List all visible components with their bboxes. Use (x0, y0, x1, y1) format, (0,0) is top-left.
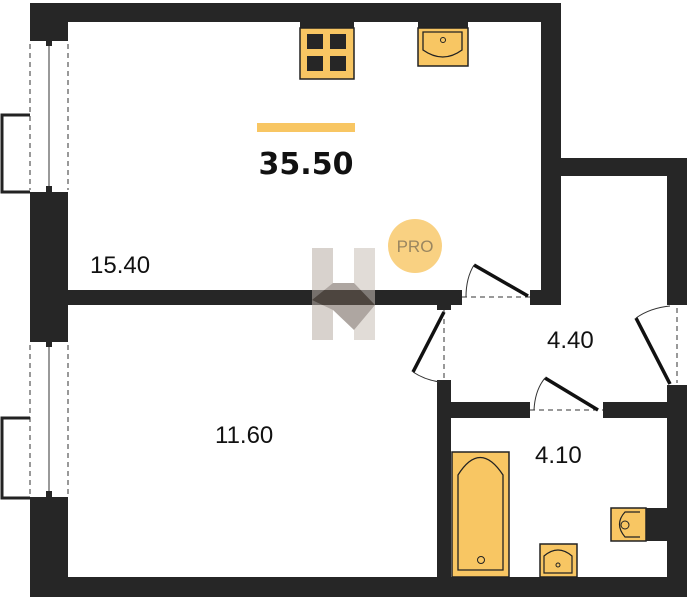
bathroom-sink-icon (539, 543, 578, 578)
room-area-kitchen-living: 15.40 (90, 252, 150, 279)
room-area-bathroom: 4.10 (535, 442, 582, 469)
stove-icon (299, 22, 355, 80)
kitchen-sink-icon (417, 22, 469, 67)
total-area: 35.50 (259, 147, 354, 182)
window-top-left (29, 40, 69, 192)
watermark-logo (312, 248, 375, 340)
bathtub-icon (451, 451, 510, 578)
door-bathroom[interactable] (530, 376, 603, 412)
door-bedroom[interactable] (411, 310, 446, 383)
balcony-top (0, 113, 30, 194)
door-kitchen[interactable] (462, 263, 530, 298)
room-area-bedroom: 11.60 (215, 422, 273, 449)
pro-badge (388, 219, 442, 273)
walls (30, 3, 687, 597)
pro-badge-label: PRO (397, 237, 434, 256)
total-area-underline (257, 123, 355, 132)
room-area-hallway: 4.40 (547, 327, 594, 354)
window-bottom-left (29, 341, 69, 497)
balcony-bottom (0, 416, 30, 500)
toilet-icon (610, 507, 667, 542)
door-entrance[interactable] (634, 305, 678, 385)
